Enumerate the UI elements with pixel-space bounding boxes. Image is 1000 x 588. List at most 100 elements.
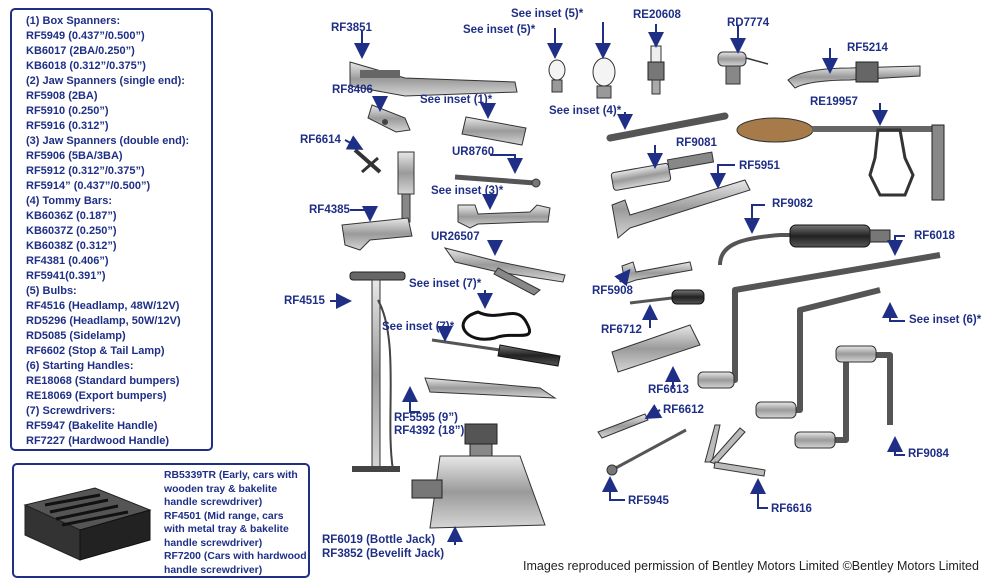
bulb-2 xyxy=(592,57,616,99)
label-rf9084: RF9084 xyxy=(908,448,949,460)
legend-row: RD5296 (Headlamp, 50W/12V) xyxy=(26,315,181,327)
label-re19957: RE19957 xyxy=(810,96,858,108)
legend-row: KB6037Z (0.250”) xyxy=(26,225,117,237)
tray-row: RF7200 (Cars with hardwood xyxy=(164,551,307,562)
rf6712-tool xyxy=(629,289,705,305)
starting-handle-2 xyxy=(755,287,881,419)
rf6018-starting-handle xyxy=(697,252,941,389)
label-rf5595: RF5595 (9”) xyxy=(394,412,458,424)
arrow-rf5951 xyxy=(710,164,735,189)
legend-row: RF4516 (Headlamp, 48W/12V) xyxy=(26,300,180,312)
label-inset5-b: See inset (5)* xyxy=(463,24,536,36)
label-rf6612: RF6612 xyxy=(663,404,704,416)
arrow-rf9082 xyxy=(744,204,765,234)
label-inset6: See inset (6)* xyxy=(909,314,982,326)
rf6612-spanner xyxy=(597,413,649,439)
arrow-rf6612 xyxy=(644,404,663,420)
legend-row: (6) Starting Handles: xyxy=(26,360,134,372)
legend-row: (4) Tommy Bars: xyxy=(26,195,112,207)
label-inset7-a: See inset (7)* xyxy=(409,278,482,290)
rf9082-syringe xyxy=(718,224,891,266)
tray-row: handle screwdriver) xyxy=(164,537,263,549)
rf5945-tool xyxy=(606,428,687,476)
label-rf5214: RF5214 xyxy=(847,42,888,54)
label-rf3851: RF3851 xyxy=(331,22,372,34)
tommy-bar xyxy=(606,112,729,142)
box-spanner xyxy=(461,116,527,146)
label-rd7774: RD7774 xyxy=(727,17,770,29)
tyre-lever xyxy=(424,377,557,399)
legend-row: RF5910 (0.250”) xyxy=(26,105,109,117)
label-rf9081: RF9081 xyxy=(676,137,717,149)
label-rf4392: RF4392 (18”) xyxy=(394,425,465,437)
arrow-rf5908 xyxy=(614,268,631,287)
tray-row: handle screwdriver) xyxy=(164,497,263,508)
label-rf4515: RF4515 xyxy=(284,295,325,307)
rf5951-wrench xyxy=(611,179,751,239)
rd7774-component xyxy=(717,51,769,85)
ur8760-tool xyxy=(454,174,541,188)
screwdriver-bits xyxy=(461,310,532,341)
label-inset5-a: See inset (5)* xyxy=(511,8,584,20)
copyright-credit: Images reproduced permission of Bentley … xyxy=(523,559,979,573)
legend-row: (7) Screwdrivers: xyxy=(26,405,116,417)
legend-row: RF5949 (0.437”/0.500”) xyxy=(26,30,145,42)
rf6613-tool xyxy=(611,324,701,373)
jaw-spanner xyxy=(457,204,551,229)
rf6614-key xyxy=(353,148,382,174)
label-inset1: See inset (1)* xyxy=(420,94,493,106)
label-rf5951: RF5951 xyxy=(739,160,780,172)
arrow-rf5945 xyxy=(602,476,625,501)
tray-row: RB5339TR (Early, cars with xyxy=(164,470,298,481)
legend-row: (3) Jaw Spanners (double end): xyxy=(26,135,190,147)
arrow-rf5595 xyxy=(402,386,420,413)
arrow-rf6018 xyxy=(887,235,905,256)
label-rf6614: RF6614 xyxy=(300,134,341,146)
rf4385-tool xyxy=(341,151,415,251)
rf9084-handle xyxy=(794,345,893,449)
rf3851-spanner xyxy=(349,61,518,97)
tray-row: handle screwdriver) xyxy=(164,564,263,576)
ur26507-pliers xyxy=(443,247,566,296)
legend-row: RE18069 (Export bumpers) xyxy=(26,390,167,402)
legend-row: RF5908 (2BA) xyxy=(26,90,98,102)
legend-row: RF5906 (5BA/3BA) xyxy=(26,150,123,162)
arrow-rf9084 xyxy=(887,436,905,456)
arrow-rf6614 xyxy=(344,135,364,150)
legend-row: RF5914” (0.437”/0.500”) xyxy=(26,180,151,192)
label-rf6018: RF6018 xyxy=(914,230,955,242)
tray-row: with metal tray & bakelite xyxy=(164,524,289,535)
label-inset4: See inset (4)* xyxy=(549,105,622,117)
re19957-grease-gun xyxy=(736,117,945,201)
legend-row: RF7227 (Hardwood Handle) xyxy=(26,435,170,447)
legend-row: (1) Box Spanners: xyxy=(26,15,121,27)
arrow-inset6 xyxy=(882,302,905,322)
label-re20608: RE20608 xyxy=(633,9,681,21)
label-ur26507: UR26507 xyxy=(431,231,480,243)
label-rf5908: RF5908 xyxy=(592,285,633,297)
rf8406-tool xyxy=(367,104,411,133)
legend-row: KB6018 (0.312”/0.375”) xyxy=(26,60,146,72)
legend-row: RF5916 (0.312”) xyxy=(26,120,109,132)
label-rf5945: RF5945 xyxy=(628,495,669,507)
legend-row: RF4381 (0.406”) xyxy=(26,255,109,267)
rf4515-pump xyxy=(349,271,406,472)
label-rf6613: RF6613 xyxy=(648,384,689,396)
label-rf8406: RF8406 xyxy=(332,84,373,96)
legend-row: RF5912 (0.312”/0.375”) xyxy=(26,165,145,177)
tool-tray-image xyxy=(23,487,152,561)
rf6019-jack xyxy=(411,423,546,529)
legend-row: KB6036Z (0.187”) xyxy=(26,210,117,222)
arrow-rf6616 xyxy=(750,478,768,509)
legend-row: RE18068 (Standard bumpers) xyxy=(26,375,180,387)
label-rf6616: RF6616 xyxy=(771,503,812,515)
rf6616-feeler-gauge xyxy=(704,424,766,477)
re20608-spark-plug xyxy=(647,45,665,95)
bulb-1 xyxy=(548,59,566,93)
label-rf6019: RF6019 (Bottle Jack) xyxy=(322,534,436,546)
label-rf6712: RF6712 xyxy=(601,324,642,336)
legend-row: RF5941(0.391”) xyxy=(26,270,106,282)
legend-row: RF5947 (Bakelite Handle) xyxy=(26,420,158,432)
